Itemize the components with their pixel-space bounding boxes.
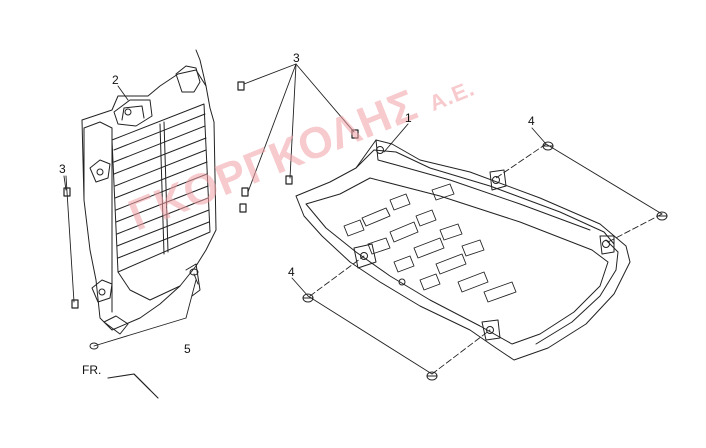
callout-part-5: 5	[184, 342, 191, 356]
callout-part-3-left: 3	[59, 162, 66, 176]
front-direction-arrow	[107, 373, 159, 399]
callout-part-4-right: 4	[528, 114, 535, 128]
screw-fasteners	[89, 268, 199, 350]
grille-cover-part	[81, 49, 217, 335]
callout-part-1: 1	[405, 111, 412, 125]
callout-part-2: 2	[112, 73, 119, 87]
floor-panel-part	[295, 139, 631, 361]
bolt-fasteners	[302, 141, 668, 381]
clip-fasteners	[63, 81, 359, 309]
callout-part-3-top: 3	[293, 51, 300, 65]
callout-part-4-left: 4	[288, 265, 295, 279]
leader-lines	[63, 63, 663, 375]
front-direction-label: FR.	[82, 363, 102, 377]
